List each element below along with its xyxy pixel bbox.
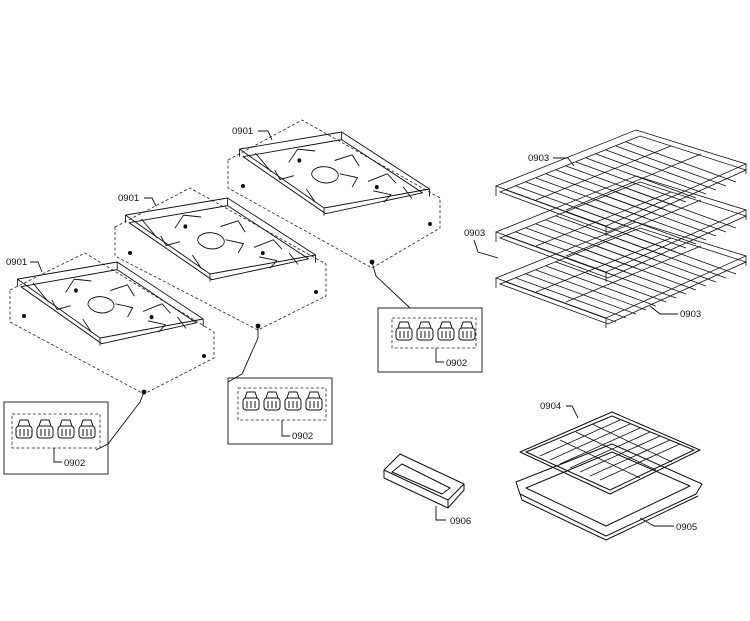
label-rack-middle: 0903 — [464, 228, 485, 239]
label-bracket: 0906 — [450, 516, 471, 527]
caps-left — [15, 419, 96, 439]
oven-rack-top — [495, 129, 747, 237]
label-grate-middle: 0901 — [118, 193, 139, 204]
label-caps-middle: 0902 — [292, 431, 313, 442]
label-grate-right: 0901 — [232, 126, 253, 137]
oven-rack-bottom — [495, 221, 747, 329]
grate-left-outline — [9, 252, 215, 395]
caps-right — [395, 321, 476, 341]
grate-right-outline — [227, 119, 441, 269]
caps-middle-box — [227, 377, 333, 445]
label-caps-right: 0902 — [446, 358, 467, 369]
broil-pan-insert — [519, 411, 701, 495]
caps-right-box — [377, 307, 483, 373]
grate-right — [227, 119, 441, 269]
broil-pan — [515, 443, 703, 541]
oven-rack-middle — [495, 175, 747, 283]
caps-left-box — [3, 401, 109, 475]
label-broil-pan: 0905 — [676, 522, 697, 533]
label-grate-left: 0901 — [6, 257, 27, 268]
grate-middle — [114, 187, 327, 331]
grate-left — [9, 252, 215, 395]
label-broil-insert: 0904 — [540, 401, 561, 412]
label-rack-bottom: 0903 — [680, 309, 701, 320]
label-rack-top: 0903 — [528, 153, 549, 164]
caps-middle — [242, 391, 323, 411]
grate-middle-outline — [114, 187, 327, 331]
label-caps-left: 0902 — [64, 458, 85, 469]
bracket — [383, 453, 465, 509]
